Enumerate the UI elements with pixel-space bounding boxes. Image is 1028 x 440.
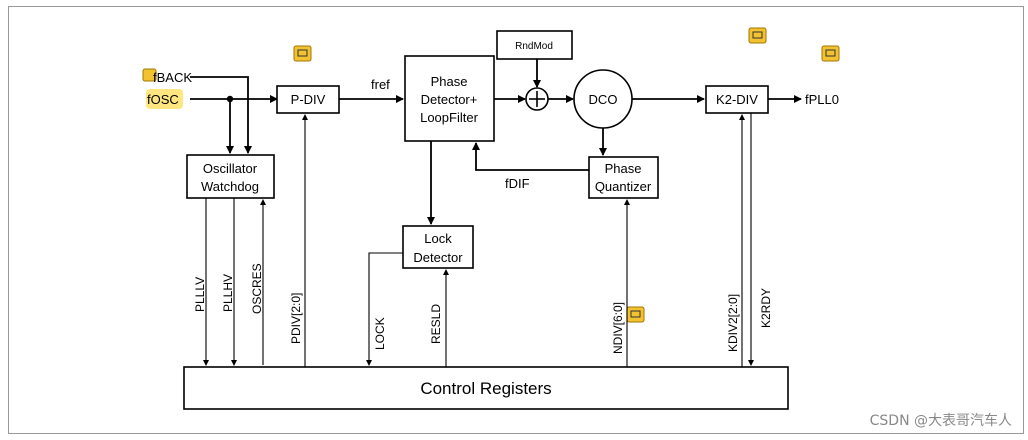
diagram-frame [8,6,1024,434]
ndiv-bus-label: NDIV[6:0] [611,302,625,354]
lock-wire [366,252,403,366]
control-registers-block [183,366,789,410]
lock-detector-block [402,225,474,269]
watermark: CSDN @大表哥汽车人 [870,412,1012,429]
phase-detector-block [404,55,495,142]
fpll0-label: fPLL0 [805,92,839,107]
oscillator-watchdog-block [186,154,275,199]
fosc-label: fOSC [147,92,179,107]
lock-detector-line2: Detector [413,250,463,265]
dco-label: DCO [589,92,618,107]
rndmod-label: RndMod [515,41,553,52]
watchdog-line2: Watchdog [201,179,259,194]
k2rdy-label: K2RDY [759,288,773,328]
fback-wire [190,76,252,154]
k2-div-label: K2-DIV [716,92,758,107]
control-registers-label: Control Registers [420,379,551,398]
note-icon[interactable] [142,68,157,82]
p-div-block [276,85,340,114]
fosc-highlight [146,89,183,109]
phase-detector-line2: Detector+ [421,92,478,107]
p-div-label: P-DIV [291,92,326,107]
fref-label: fref [371,77,390,92]
watchdog-line1: Oscillator [203,161,258,176]
kdiv2-bus-label: KDIV2[2:0] [726,294,740,352]
note-icon[interactable] [293,45,312,62]
resld-label: RESLD [429,304,443,344]
k2-div-block [705,85,769,114]
plllv-label: PLLLV [193,277,207,312]
oscres-label: OSCRES [250,263,264,314]
note-icon[interactable] [748,27,767,44]
phase-quantizer-line1: Phase [605,161,642,176]
phase-detector-line3: LoopFilter [420,110,478,125]
pdiv-bus-label: PDIV[2:0] [289,293,303,344]
note-icon[interactable] [626,306,645,323]
lock-label: LOCK [373,317,387,350]
note-icon[interactable] [821,45,840,62]
fdif-wire [472,142,589,171]
lock-detector-line1: Lock [424,231,452,246]
summing-node [525,87,549,111]
fdif-label: fDIF [505,176,530,191]
phase-quantizer-line2: Quantizer [595,179,652,194]
pllhv-label: PLLHV [221,274,235,312]
fback-label: fBACK [153,70,192,85]
phase-detector-line1: Phase [431,74,468,89]
rndmod-block [496,30,573,60]
phase-quantizer-block [588,156,659,199]
